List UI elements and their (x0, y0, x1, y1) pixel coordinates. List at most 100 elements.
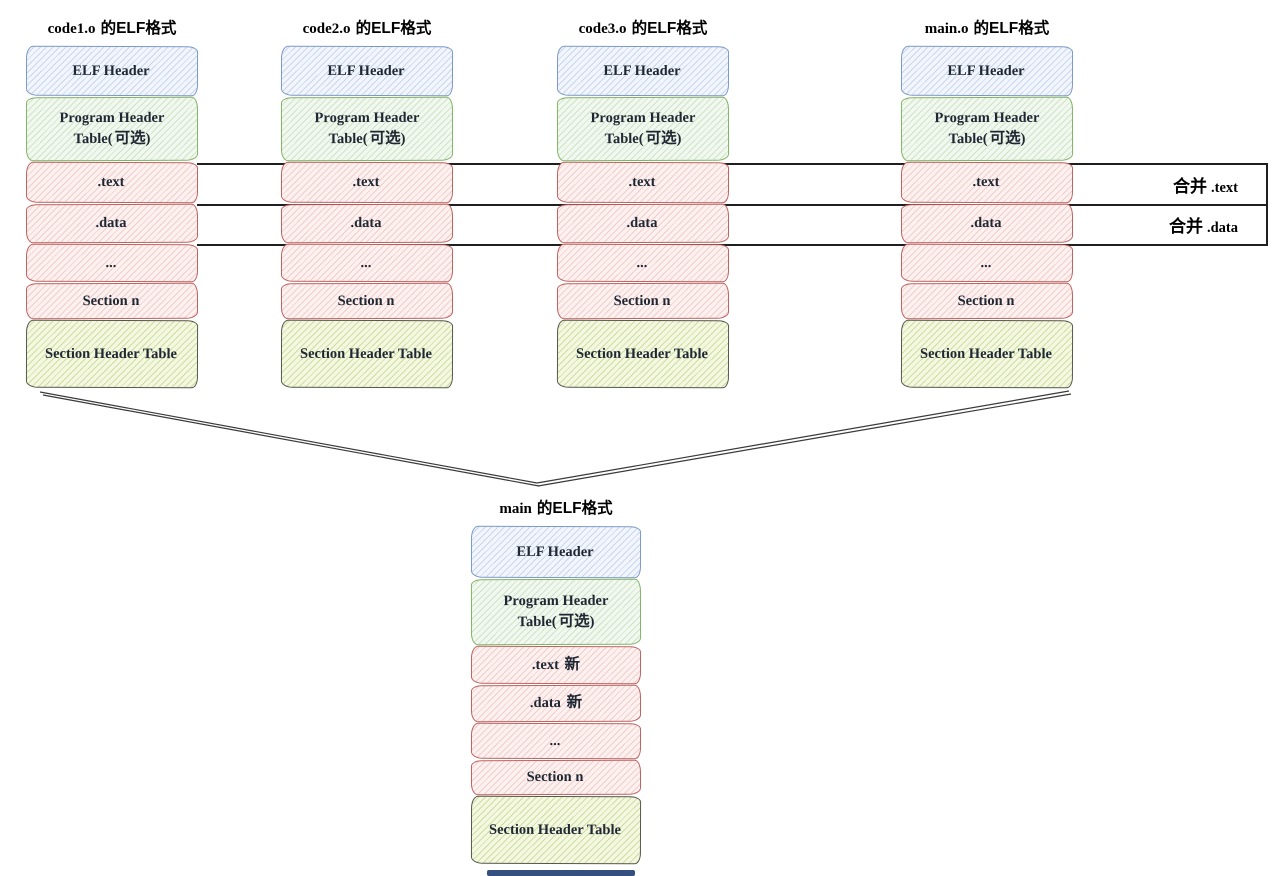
merge-band-right-edge (1266, 163, 1268, 246)
section-label: Program Header Table(可选) (907, 108, 1067, 150)
section-label-pre: .data (95, 215, 127, 232)
section-pht: Program Header Table(可选) (556, 96, 730, 162)
left-converge-line (39, 391, 540, 487)
file-title-suffix: 的ELF格式 (973, 20, 1050, 37)
section-label: .text (907, 172, 1067, 193)
section-label-pre: .text (628, 174, 656, 191)
section-label: Section n (477, 767, 635, 788)
section-label-pre: Section n (526, 769, 584, 786)
section-label-cjk: 新 (566, 694, 583, 712)
section-label: ... (32, 252, 192, 273)
section-label-cjk: 可选 (989, 129, 1021, 147)
section-pht: Program Header Table(可选) (900, 96, 1074, 162)
section-dots: ... (470, 722, 642, 760)
section-text: .text (280, 161, 454, 204)
section-label: ... (287, 252, 447, 273)
section-label-pre: Section Header Table (489, 821, 621, 838)
file-title-name: code1.o (47, 21, 96, 37)
section-label: ... (907, 252, 1067, 273)
section-label-pre: Section n (82, 292, 140, 309)
section-label-pre: ELF Header (603, 62, 681, 79)
right-converge-line (536, 390, 1072, 487)
section-label: .text (287, 172, 447, 193)
section-label-post: ) (589, 613, 595, 630)
section-label: .text 新 (477, 654, 635, 675)
section-label-pre: .text (97, 174, 125, 191)
section-pht: Program Header Table(可选) (280, 96, 454, 162)
merge-data-label-latin: .data (1206, 220, 1238, 236)
section-label: .data 新 (477, 693, 635, 714)
section-pht: Program Header Table(可选) (25, 96, 199, 162)
section-label: Section Header Table (32, 343, 192, 364)
section-label-pre: Section Header Table (300, 345, 432, 362)
section-label: .text (563, 172, 723, 193)
file-title-name: code3.o (578, 21, 627, 37)
section-label-pre: .text (352, 174, 380, 191)
section-label: Section n (907, 290, 1067, 311)
section-label-pre: .text (972, 174, 1000, 191)
section-label-pre: Section Header Table (576, 345, 708, 362)
cutoff-blue-box (487, 870, 635, 876)
section-label-pre: .data (350, 215, 382, 232)
section-text: .text (556, 161, 730, 204)
section-label-post: ) (1020, 130, 1026, 147)
section-label: Program Header Table(可选) (32, 108, 192, 150)
section-sht: Section Header Table (280, 319, 454, 389)
section-elf-header: ELF Header (280, 45, 454, 97)
section-label: ELF Header (907, 60, 1067, 81)
section-section-n: Section n (470, 759, 642, 796)
section-section-n: Section n (280, 282, 454, 320)
section-sht: Section Header Table (470, 795, 642, 865)
section-label-pre: ELF Header (947, 62, 1025, 79)
file-title-suffix: 的ELF格式 (631, 20, 708, 37)
merge-data-label: 合并 .data (1169, 212, 1238, 237)
section-label-pre: ... (549, 732, 561, 749)
section-dots: ... (280, 243, 454, 283)
section-pht: Program Header Table(可选) (470, 578, 642, 646)
section-label-pre: .data (626, 215, 658, 232)
section-section-n: Section n (556, 282, 730, 320)
section-label-pre: Section n (337, 292, 395, 309)
file-title-name: main.o (924, 21, 969, 37)
section-dots: ... (556, 243, 730, 283)
section-label: Program Header Table(可选) (287, 108, 447, 150)
merge-text-label-cjk: 合并 (1173, 177, 1208, 196)
file-title-suffix: 的ELF格式 (355, 20, 432, 37)
section-data: .data 新 (470, 684, 642, 723)
merge-text-label-latin: .text (1211, 180, 1238, 196)
section-label-pre: Section Header Table (45, 345, 177, 362)
file-title-name: main (499, 501, 532, 517)
section-label: Section n (32, 290, 192, 311)
section-label: .text (32, 172, 192, 193)
section-text: .text (25, 161, 199, 204)
section-label-pre: ... (636, 254, 648, 271)
section-label: .data (907, 213, 1067, 234)
section-label: ELF Header (563, 60, 723, 81)
section-data: .data (280, 203, 454, 244)
section-sht: Section Header Table (556, 319, 730, 389)
section-label: Section n (563, 290, 723, 311)
section-label: Section Header Table (287, 343, 447, 364)
section-dots: ... (900, 243, 1074, 283)
section-label-cjk: 新 (564, 655, 581, 673)
merge-band-line-middle (197, 204, 1268, 206)
file-title-suffix: 的ELF格式 (536, 500, 613, 517)
section-elf-header: ELF Header (900, 45, 1074, 97)
section-label: Program Header Table(可选) (563, 108, 723, 150)
section-label-pre: .data (970, 215, 1002, 232)
section-label-pre: ELF Header (327, 62, 405, 79)
section-label-pre: ... (980, 254, 992, 271)
section-label-pre: .text (531, 656, 563, 673)
section-label-pre: Section n (613, 292, 671, 309)
